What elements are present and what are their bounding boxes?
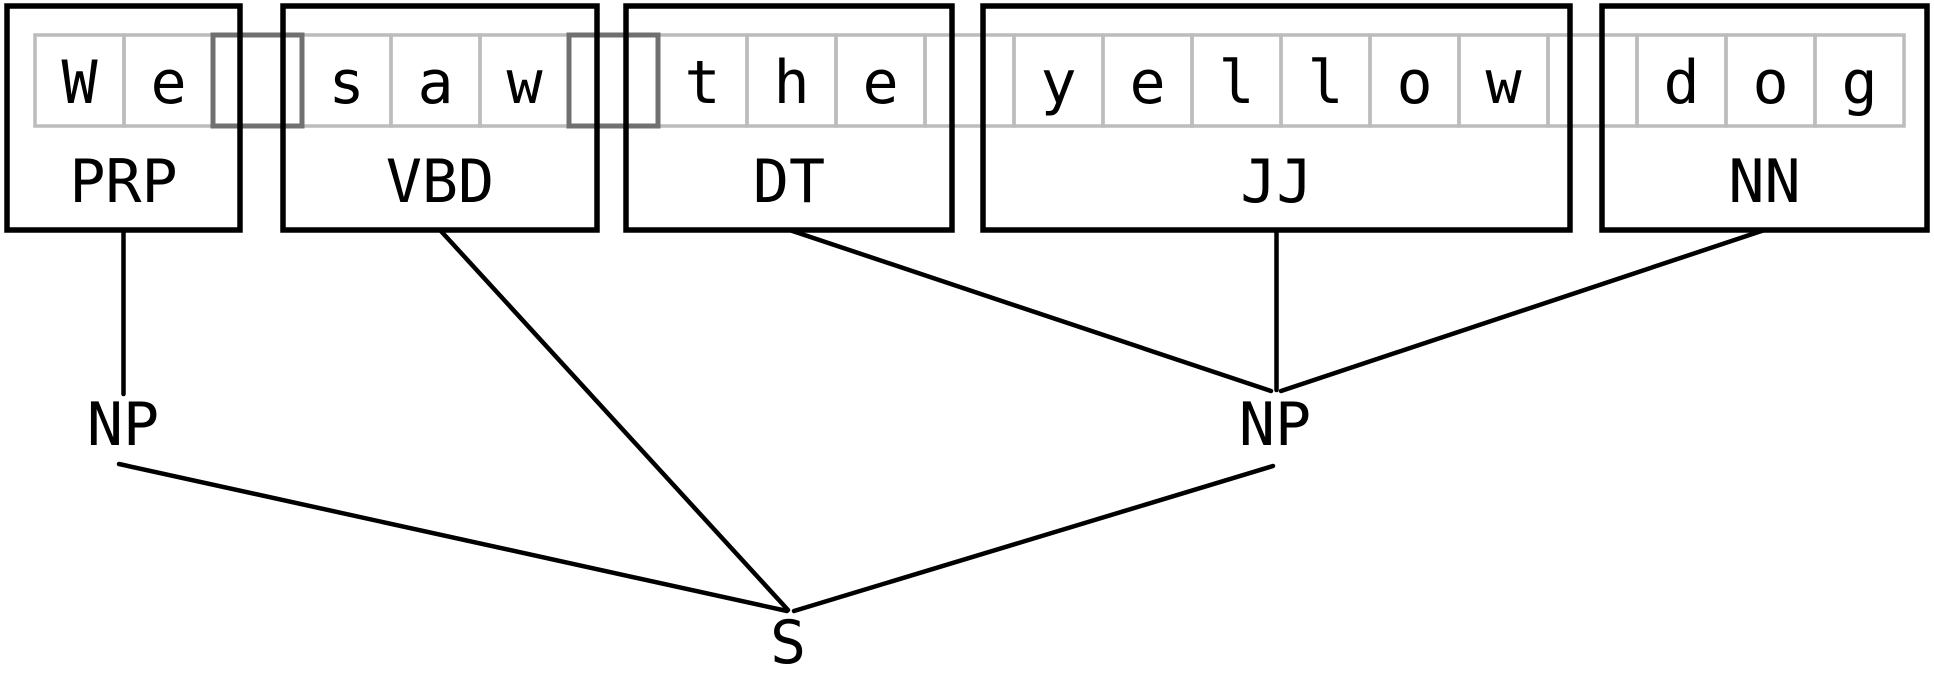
- char-glyph: w: [1485, 48, 1522, 118]
- pos-tag-label-nn: NN: [1728, 147, 1800, 217]
- char-glyph: d: [1663, 48, 1699, 118]
- char-glyph: o: [1752, 48, 1788, 118]
- char-glyph: h: [773, 48, 809, 118]
- char-glyph: o: [1396, 48, 1432, 118]
- highlighted-space-cell: [210, 32, 305, 129]
- edge-np-right-to-s: [791, 463, 1276, 614]
- char-glyph: y: [1040, 48, 1076, 118]
- edge-nn-to-np-right: [1278, 227, 1767, 394]
- char-glyph: w: [506, 48, 543, 118]
- pos-tag-label-jj: JJ: [1240, 147, 1312, 217]
- char-cell: [1813, 33, 1906, 128]
- edge-vbd-to-s: [437, 227, 791, 613]
- char-glyph: e: [150, 48, 186, 118]
- char-glyph: s: [328, 48, 364, 118]
- char-glyph: W: [61, 48, 98, 118]
- char-glyph: a: [417, 48, 453, 118]
- pos-tag-label-prp: PRP: [69, 147, 177, 217]
- pos-tag-label-vbd: VBD: [386, 147, 494, 217]
- node-label-s: S: [770, 608, 806, 678]
- node-label-np-right: NP: [1239, 390, 1311, 460]
- char-glyph: l: [1307, 48, 1343, 118]
- highlighted-space-cell: [566, 32, 661, 129]
- char-glyph: e: [862, 48, 898, 118]
- char-glyph: l: [1218, 48, 1254, 118]
- char-glyph: t: [684, 48, 720, 118]
- edge-np-left-to-s: [116, 461, 790, 614]
- edge-dt-to-np-right: [787, 227, 1274, 394]
- char-glyph: g: [1841, 48, 1877, 118]
- char-glyph: e: [1129, 48, 1165, 118]
- pos-tag-label-dt: DT: [753, 147, 825, 217]
- node-label-np-left: NP: [87, 390, 159, 460]
